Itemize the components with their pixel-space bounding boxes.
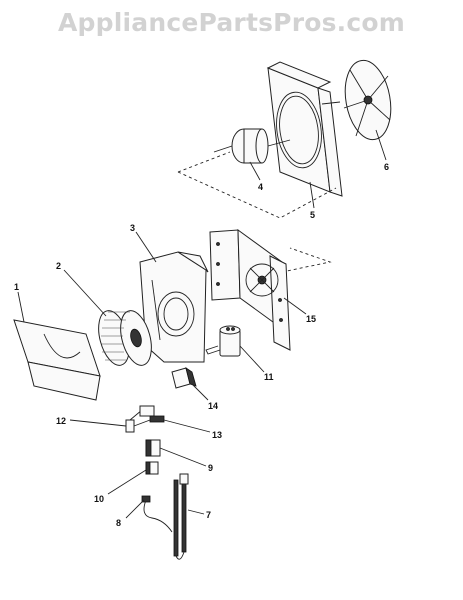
part-10-thermostat [145, 461, 159, 475]
callout-6: 6 [384, 162, 389, 172]
part-9-relay [145, 439, 161, 457]
part-12-13-switch [125, 405, 165, 433]
alignment-lines [177, 151, 337, 273]
callout-10: 10 [94, 494, 104, 504]
callout-5: 5 [310, 210, 315, 220]
callout-7: 7 [206, 510, 211, 520]
watermark-logo: AppliancePartsPros.com [57, 8, 406, 37]
callout-13: 13 [212, 430, 222, 440]
callout-14: 14 [208, 401, 218, 411]
part-2-blower-wheel [98, 310, 152, 366]
callout-4: 4 [258, 182, 263, 192]
part-1-panel [13, 319, 101, 401]
callout-1: 1 [14, 282, 19, 292]
part-15-bracket [209, 228, 291, 351]
part-11-capacitor [205, 325, 241, 357]
callout-15: 15 [306, 314, 316, 324]
callout-8: 8 [116, 518, 121, 528]
part-8-harness [141, 495, 173, 533]
callout-3: 3 [130, 223, 135, 233]
callout-12: 12 [56, 416, 66, 426]
leader-lines [17, 129, 387, 519]
part-5-shroud [266, 61, 343, 197]
callout-2: 2 [56, 261, 61, 271]
callout-11: 11 [264, 372, 274, 382]
part-6-fan-blade [321, 59, 392, 141]
part-14-bracket [171, 367, 197, 389]
part-7-coil [173, 473, 189, 560]
part-4-motor [213, 128, 291, 164]
callout-9: 9 [208, 463, 213, 473]
